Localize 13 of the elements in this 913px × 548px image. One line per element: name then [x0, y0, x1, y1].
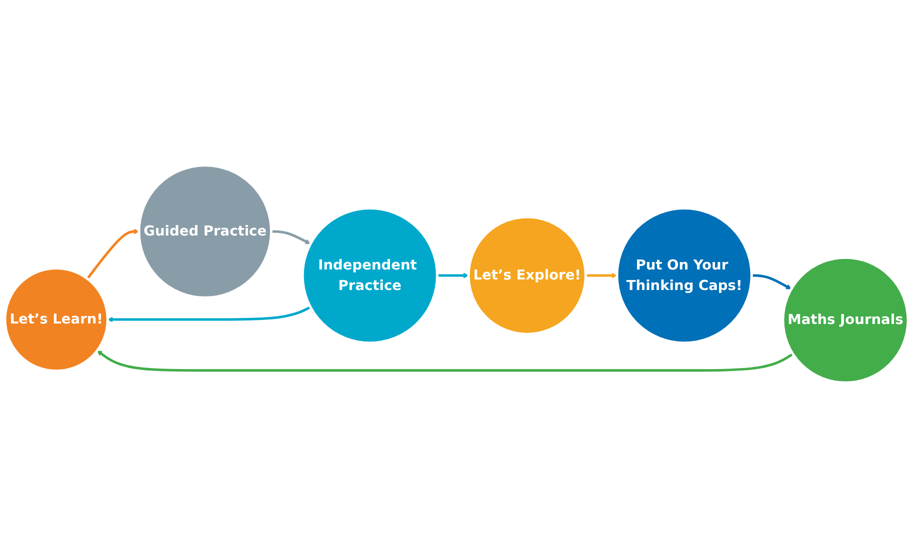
arrow	[107, 306, 312, 322]
arrow	[752, 274, 792, 290]
node-circle: Guided Practice	[138, 164, 273, 299]
arrow	[586, 272, 618, 278]
arrow	[271, 230, 311, 244]
arrow	[86, 228, 140, 280]
node-circle: Let’s Explore!	[467, 216, 587, 336]
arrow	[96, 350, 794, 372]
node-circle: Maths Journals	[782, 256, 910, 384]
node-circle: Independent Practice	[301, 206, 438, 344]
node-circle: Put On Your Thinking Caps!	[616, 206, 753, 344]
arrow	[437, 272, 469, 278]
node-circle: Let’s Learn!	[4, 266, 109, 372]
